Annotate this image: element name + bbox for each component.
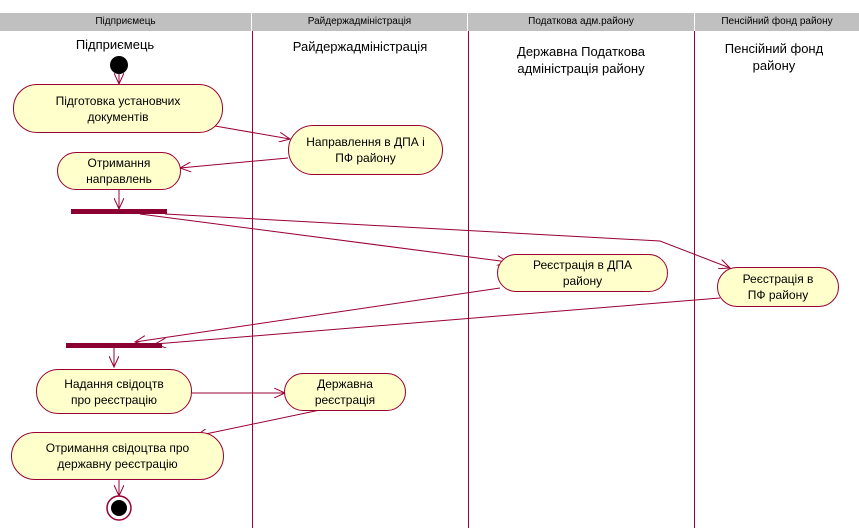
lane-header-pension-fund: Пенсійний фонд району <box>695 13 859 31</box>
activity-provide-certificates[interactable]: Надання свідоцтв про реєстрацію <box>36 369 192 414</box>
fork-bar <box>71 209 167 214</box>
activity-label: Отримання свідоцтва про державну реєстра… <box>45 441 190 471</box>
lane-header-district-admin: Райдержадміністрація <box>252 13 467 31</box>
lane-title-entrepreneur: Підприємець <box>75 37 155 52</box>
lane-title-district-admin: Райдержадміністрація <box>292 39 428 54</box>
activity-receive-referrals[interactable]: Отримання направлень <box>57 152 181 190</box>
lane-title-tax-admin: Державна Податкова адміністрація району <box>517 44 645 76</box>
activity-register-dpa[interactable]: Реєстрація в ДПА району <box>497 254 668 292</box>
activity-label: Реєстрація в ПФ району <box>742 272 814 302</box>
activity-label: Отримання направлень <box>86 156 152 186</box>
activity-label: Реєстрація в ДПА району <box>533 258 632 288</box>
transition-arrow <box>196 409 321 436</box>
transition-arrow <box>214 125 290 139</box>
initial-node <box>110 56 128 74</box>
activity-register-pf[interactable]: Реєстрація в ПФ району <box>717 267 839 307</box>
activity-send-to-dpa-pf[interactable]: Направлення в ДПА і ПФ району <box>288 125 443 175</box>
activity-label: Надання свідоцтв про реєстрацію <box>64 376 164 407</box>
transition-arrow <box>135 287 501 342</box>
activity-label: Державна реєстрація <box>314 377 376 407</box>
lane-header-tax-admin: Податкова адм.району <box>468 13 694 31</box>
transition-arrow <box>155 297 721 344</box>
lane-title-pension-fund: Пенсійний фонд району <box>724 41 824 73</box>
activity-state-registration[interactable]: Державна реєстрація <box>284 373 406 411</box>
activity-prepare-documents[interactable]: Підготовка установчих документів <box>13 84 223 133</box>
transition-arrow <box>164 213 730 268</box>
transition-arrow <box>139 213 508 262</box>
activity-label: Направлення в ДПА і ПФ району <box>306 135 425 165</box>
activity-receive-certificate[interactable]: Отримання свідоцтва про державну реєстра… <box>11 432 224 480</box>
join-bar <box>66 343 162 348</box>
activity-label: Підготовка установчих документів <box>55 93 181 124</box>
final-node-core <box>111 500 127 516</box>
transition-arrow <box>180 157 289 168</box>
lane-header-entrepreneur: Підприємець <box>0 13 251 31</box>
